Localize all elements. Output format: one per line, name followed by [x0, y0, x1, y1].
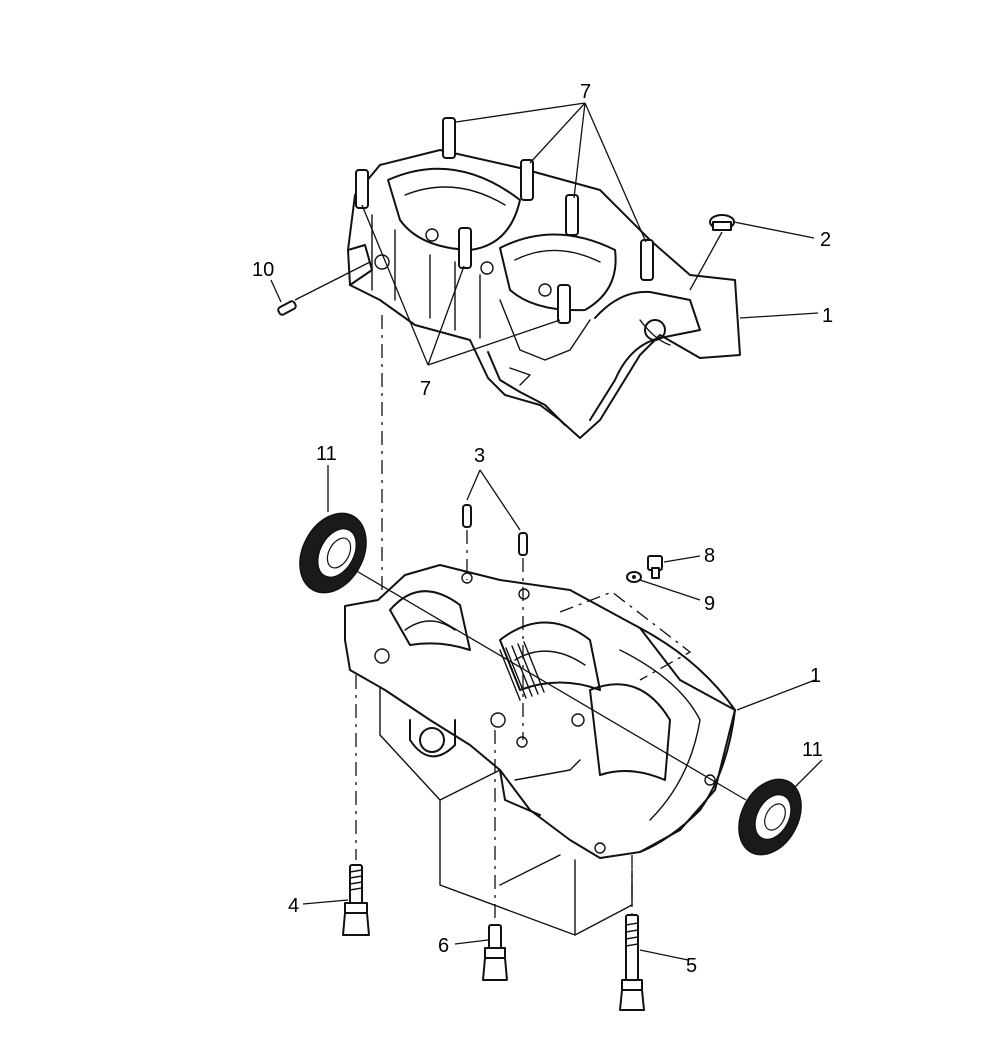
lower-crankcase [344, 564, 736, 936]
callout-8: 8 [704, 545, 715, 567]
bolt-middle-part [482, 730, 508, 981]
plug-part [689, 214, 735, 291]
upper-crankcase [347, 149, 741, 439]
dowel-pin-part [277, 261, 371, 316]
callout-9: 9 [704, 593, 715, 615]
bolt-left-part [342, 675, 370, 936]
callout-6: 6 [438, 935, 449, 957]
callout-7-top: 7 [580, 81, 591, 103]
oil-seal-left [299, 512, 367, 594]
callout-labels: 7 7 2 1 10 3 11 8 9 1 11 4 6 5 [252, 81, 833, 977]
callout-7-bottom: 7 [420, 378, 431, 400]
leader-lines [270, 102, 823, 961]
cylinder-studs [355, 117, 654, 324]
drain-bolt-part [626, 555, 663, 583]
callout-11-left: 11 [316, 443, 337, 465]
callout-2: 2 [820, 229, 831, 251]
oil-seal-right [738, 778, 802, 856]
callout-5: 5 [686, 955, 697, 977]
callout-11-right: 11 [802, 739, 823, 761]
callout-4: 4 [288, 895, 299, 917]
bolt-right-part [619, 855, 645, 1011]
callout-10: 10 [252, 259, 274, 281]
callout-3: 3 [474, 445, 485, 467]
crank-axis-line [347, 565, 747, 801]
callout-1-lower: 1 [810, 665, 821, 687]
callout-1-upper: 1 [822, 305, 833, 327]
dowel-sleeves [462, 469, 528, 740]
